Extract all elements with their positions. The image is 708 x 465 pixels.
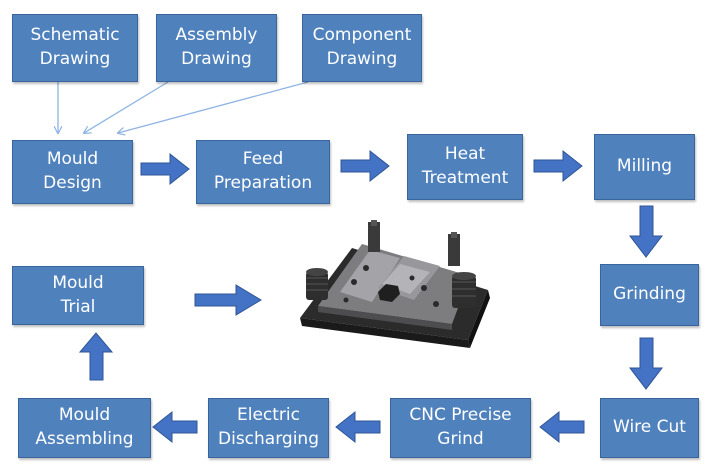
arrow-down-1 [628,205,664,258]
mould-assembling-label: Mould Assembling [35,405,134,449]
arrow-left-3 [152,410,198,444]
milling-label: Milling [616,156,673,177]
grinding-label: Grinding [613,284,686,305]
mould-assembling-box: Mould Assembling [18,398,151,458]
arrow-down-2 [628,337,664,390]
arrow-right-4 [194,284,262,316]
cnc-precise-grind-label: CNC Precise Grind [409,405,512,449]
heat-treatment-box: Heat Treatment [407,134,523,200]
connector-assembly [84,81,169,133]
milling-box: Milling [594,134,695,200]
feed-preparation-label: Feed Preparation [213,149,313,193]
arrow-right-1 [140,152,190,186]
wire-cut-label: Wire Cut [613,417,686,438]
arrow-right-3 [533,149,583,183]
mould-design-label: Mould Design [43,149,102,193]
electric-discharging-label: Electric Discharging [218,405,319,449]
arrow-right-2 [340,149,390,183]
wire-cut-box: Wire Cut [600,398,699,458]
mould-design-box: Mould Design [12,140,133,204]
cnc-precise-grind-box: CNC Precise Grind [390,398,531,458]
connector-component [118,81,309,133]
mould-trial-box: Mould Trial [12,266,144,325]
arrow-left-1 [539,410,585,444]
schematic-drawing-label: Schematic Drawing [30,25,120,69]
assembly-drawing-box: Assembly Drawing [156,14,277,82]
assembly-drawing-label: Assembly Drawing [175,25,258,69]
mould-trial-label: Mould Trial [52,272,104,317]
heat-treatment-label: Heat Treatment [421,144,509,188]
component-drawing-box: Component Drawing [302,14,422,82]
schematic-drawing-box: Schematic Drawing [12,14,138,82]
feed-preparation-box: Feed Preparation [196,140,330,204]
grinding-box: Grinding [600,264,699,326]
component-drawing-label: Component Drawing [312,25,412,69]
arrow-left-2 [335,410,381,444]
electric-discharging-box: Electric Discharging [208,398,329,458]
arrow-up-1 [78,332,114,381]
